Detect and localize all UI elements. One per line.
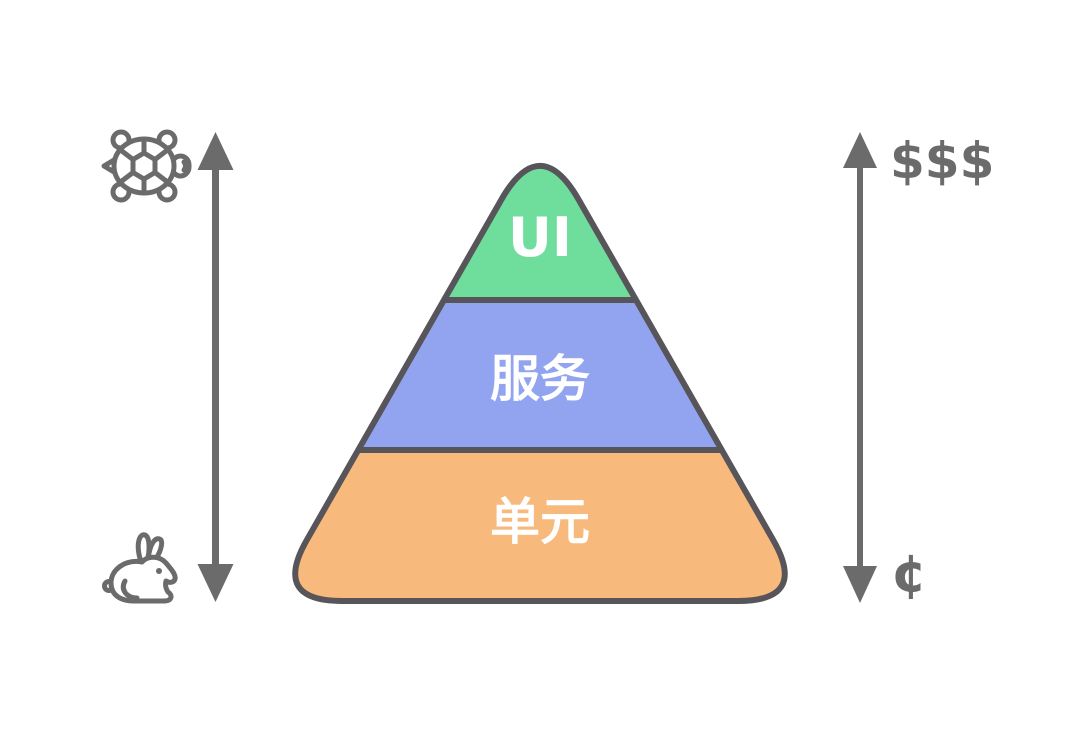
- cost-arrow-head-down: [843, 566, 877, 603]
- pyramid-outline: [292, 162, 788, 604]
- pyramid-layer-label-ui: UI: [508, 206, 572, 269]
- speed-arrow-head-up: [197, 132, 234, 170]
- cost-arrow-head-up: [843, 132, 877, 168]
- rabbit-icon: [102, 532, 178, 604]
- cost-low-label: ¢: [891, 544, 927, 604]
- turtle-icon: [101, 129, 192, 203]
- pyramid-layer-unit: [295, 450, 785, 601]
- pyramid-layer-label-unit: 单元: [490, 493, 590, 551]
- speed-arrow: [197, 132, 234, 602]
- speed-arrow-head-down: [197, 564, 234, 602]
- cost-arrow-shaft: [857, 164, 863, 576]
- cost-high-label: $$$: [890, 132, 994, 190]
- cost-arrow: [843, 132, 877, 603]
- speed-arrow-shaft: [212, 166, 219, 575]
- pyramid-layer-label-service: 服务: [490, 350, 590, 408]
- pyramid-layer-ui: [295, 165, 785, 300]
